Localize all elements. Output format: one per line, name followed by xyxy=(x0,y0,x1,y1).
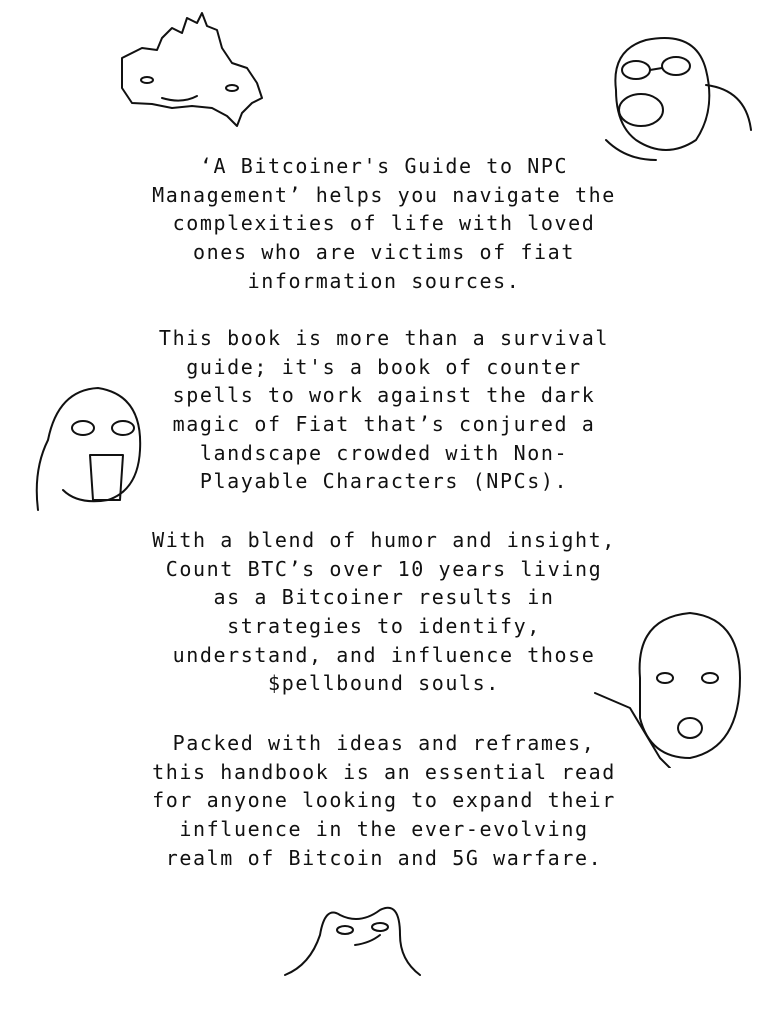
blurb-line: realm of Bitcoin and 5G warfare. xyxy=(165,845,603,870)
blurb-line: for anyone looking to expand their xyxy=(152,788,616,813)
blurb-line: $pellbound souls. xyxy=(268,671,500,696)
blurb-line: Packed with ideas and reframes, xyxy=(172,731,596,755)
blurb-line: strategies to identify, xyxy=(227,614,541,639)
blurb-line: With a blend of humor and insight, xyxy=(152,528,616,552)
blurb-line: This book is more than a survival xyxy=(158,326,610,350)
blurb-line: guide; it's a book of counter xyxy=(186,354,582,379)
blurb-line: ‘A Bitcoiner's Guide to NPC xyxy=(199,154,569,178)
blurb-line: Count BTC’s over 10 years living xyxy=(165,556,603,581)
canada-map-face-illustration xyxy=(121,12,263,127)
blurb-line: understand, and influence those xyxy=(172,642,596,667)
blurb-line: as a Bitcoiner results in xyxy=(213,585,555,610)
pointing-bearded-face-illustration xyxy=(594,612,741,768)
blurb-line: landscape crowded with Non- xyxy=(199,440,569,465)
blurb-line: spells to work against the dark xyxy=(172,383,596,408)
blurb-line: magic of Fiat that’s conjured a xyxy=(172,412,596,437)
blurb-line: complexities of life with loved xyxy=(172,211,596,236)
blurb-line: influence in the ever-evolving xyxy=(179,817,589,842)
screaming-npc-face-illustration xyxy=(35,387,142,511)
blurb-paragraph-3: With a blend of humor and insight, Count… xyxy=(0,526,768,698)
blurb-paragraph-1: ‘A Bitcoiner's Guide to NPC Management’ … xyxy=(0,152,768,295)
blurb-paragraph-4: Packed with ideas and reframes, this han… xyxy=(0,729,768,872)
blurb-line: information sources. xyxy=(247,268,521,293)
blurb-line: Management’ helps you navigate the xyxy=(152,182,616,207)
smug-npc-face-illustration xyxy=(284,906,421,976)
blurb-line: this handbook is an essential read xyxy=(152,759,616,784)
blurb-line: ones who are victims of fiat xyxy=(193,240,575,265)
glasses-npc-face-illustration xyxy=(605,37,752,161)
blurb-paragraph-2: This book is more than a survival guide;… xyxy=(0,324,768,496)
blurb-line: Playable Characters (NPCs). xyxy=(199,469,569,494)
